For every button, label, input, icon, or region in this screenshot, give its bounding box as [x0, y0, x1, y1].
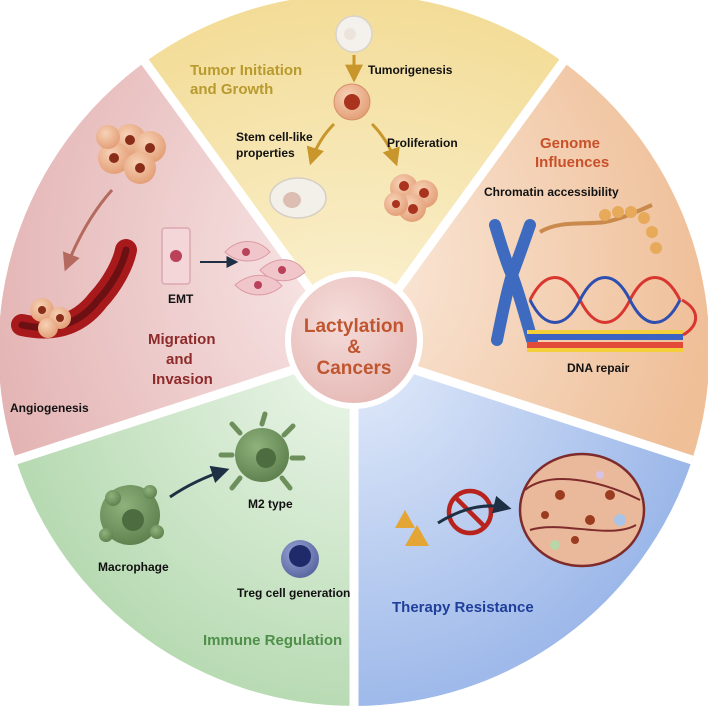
therapy-illustrations — [395, 452, 646, 568]
angiogenesis-label: Angiogenesis — [10, 401, 89, 415]
dna-ladder-icon — [527, 298, 698, 352]
dna-repair-label: DNA repair — [567, 361, 630, 375]
m2-type-label: M2 type — [248, 497, 293, 511]
stem-arrow — [306, 122, 336, 166]
drug-triangle-icon-2 — [405, 525, 429, 546]
genome-title-line1: Genome — [540, 135, 600, 152]
tumor-cluster-icon — [96, 124, 166, 184]
chromatin-fiber-icon — [538, 203, 653, 234]
tumor-title-line2: and Growth — [190, 81, 273, 98]
tumorigenesis-label: Tumorigenesis — [368, 63, 453, 77]
migration-title-line3: Invasion — [152, 371, 213, 388]
dna-helix-strand-b — [528, 276, 682, 324]
treg-cell-icon — [281, 540, 319, 578]
vessel-tumor-cells-icon — [30, 298, 71, 338]
migration-illustrations — [11, 124, 306, 339]
migration-title-line2: and — [166, 351, 193, 368]
treg-label: Treg cell generation — [237, 586, 350, 600]
emt-label: EMT — [168, 292, 194, 306]
proliferation-label: Proliferation — [387, 136, 458, 150]
invasion-arrow — [62, 188, 114, 272]
segment-genome-influences — [354, 62, 708, 460]
tumor-mass-icon — [518, 452, 646, 568]
macrophage-label: Macrophage — [98, 560, 169, 574]
immune-title: Immune Regulation — [203, 632, 342, 649]
therapy-title: Therapy Resistance — [392, 599, 534, 616]
proliferation-arrow — [370, 122, 400, 167]
genome-illustrations — [489, 203, 698, 352]
center-title-line3: Cancers — [317, 358, 392, 379]
nucleosome-coil-icon — [599, 206, 662, 254]
segment-tumor-initiation — [145, 0, 563, 350]
drug-triangle-icon-1 — [395, 510, 415, 528]
center-hub — [285, 271, 423, 409]
stem-label-line2: properties — [236, 146, 295, 160]
proliferating-cells-icon — [384, 174, 438, 222]
tumor-illustrations — [269, 15, 438, 222]
blocked-drug-arrow — [437, 495, 512, 525]
dna-helix-strand-a — [528, 276, 682, 324]
migration-title-line1: Migration — [148, 331, 216, 348]
center-title-line2: & — [347, 337, 361, 358]
chromosome-icon — [489, 219, 538, 346]
stem-label-line1: Stem cell-like — [236, 130, 313, 144]
m2-macrophage-icon — [218, 411, 306, 491]
genome-title-line2: Influences — [535, 154, 609, 171]
chromatin-label: Chromatin accessibility — [484, 185, 619, 199]
tumor-title-line1: Tumor Initiation — [190, 62, 302, 79]
prohibited-icon — [446, 488, 494, 536]
immune-illustrations — [99, 411, 319, 578]
polarization-arrow — [169, 465, 230, 499]
center-title-line1: Lactylation — [304, 316, 404, 337]
